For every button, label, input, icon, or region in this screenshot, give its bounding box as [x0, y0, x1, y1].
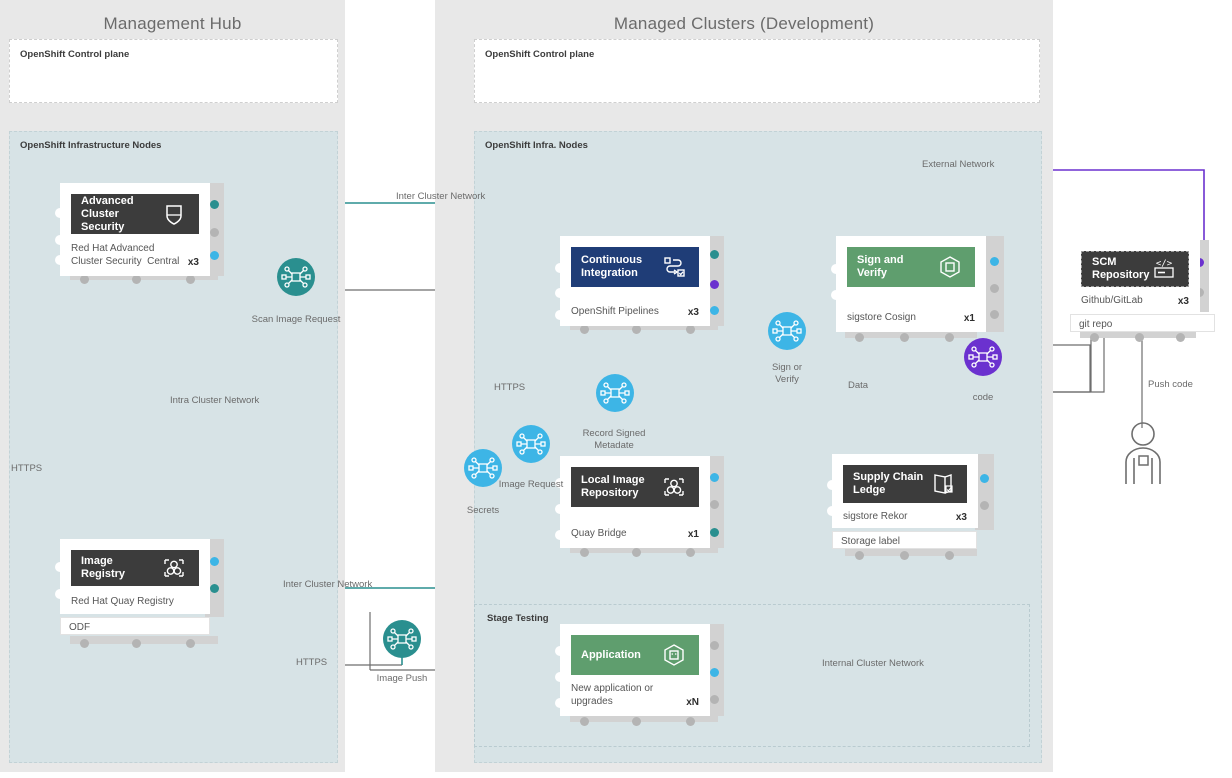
- node-multiplicity: x1: [687, 529, 699, 540]
- node-header: SCM Repository </>: [1081, 251, 1189, 287]
- net-label-image-push: Image Push: [376, 673, 428, 684]
- node-multiplicity: x3: [955, 512, 967, 523]
- node-footer: OpenShift Pipelines x3: [571, 305, 699, 318]
- node-footer-label: OpenShift Pipelines: [571, 306, 659, 317]
- net-label-code: code: [972, 392, 994, 403]
- net-icon-sign-or-verify[interactable]: [768, 312, 806, 350]
- code-icon: </>: [1154, 259, 1175, 278]
- node-footer-label: Github/GitLab: [1081, 295, 1143, 306]
- control-plane-label: OpenShift Control plane: [20, 49, 130, 60]
- node-rail: [985, 236, 1004, 332]
- node-multiplicity: x1: [963, 313, 975, 324]
- node-title: Image Registry: [81, 555, 126, 580]
- net-icon-scan-image-request[interactable]: [277, 258, 315, 296]
- control-plane-label: OpenShift Control plane: [485, 49, 595, 60]
- node-sub-storage-label: Storage label: [832, 531, 977, 549]
- developer-actor: [1112, 420, 1174, 486]
- node-rail: [975, 454, 994, 530]
- node-title: Application: [581, 648, 641, 661]
- node-sub-git-repo: git repo: [1070, 314, 1215, 332]
- node-footer: Github/GitLab x3: [1081, 294, 1189, 307]
- net-icon-record-signed-metadate[interactable]: [596, 374, 634, 412]
- node-footer: Quay Bridge x1: [571, 527, 699, 540]
- node-footer-label: sigstore Cosign: [847, 312, 916, 323]
- edge-label-inter-cluster-network-bottom: Inter Cluster Network: [283, 579, 373, 590]
- control-plane-managed-clusters: OpenShift Control plane: [474, 39, 1040, 103]
- node-footer: Red Hat Quay Registry: [71, 595, 199, 608]
- pipeline-icon: [664, 257, 685, 277]
- node-header: Application: [571, 635, 699, 675]
- edge-label-intra-cluster-network: Intra Cluster Network: [170, 395, 260, 406]
- node-footer: sigstore Cosign x1: [847, 311, 975, 324]
- node-header: Sign and Verify: [847, 247, 975, 287]
- ledger-icon: [934, 474, 953, 494]
- node-title: Sign and Verify: [857, 254, 904, 279]
- net-icon-code[interactable]: [964, 338, 1002, 376]
- net-icon-image-request[interactable]: [512, 425, 550, 463]
- edge-label-https-center: HTTPS: [494, 382, 526, 393]
- node-title: SCM Repository: [1092, 256, 1150, 281]
- net-label-image-request: Image Request: [498, 479, 564, 490]
- net-icon-image-push[interactable]: [383, 620, 421, 658]
- edge-label-external-network: External Network: [922, 159, 995, 170]
- node-footer: sigstore Rekor x3: [843, 510, 967, 523]
- net-label-secrets: Secrets: [466, 505, 500, 516]
- registry-icon: [164, 559, 184, 577]
- edge-label-https-bottom: HTTPS: [296, 657, 328, 668]
- edge-label-https-left: HTTPS: [11, 463, 43, 474]
- hexagon-box-icon: [664, 644, 684, 666]
- net-label-scan-image-request: Scan Image Request: [251, 314, 341, 325]
- node-multiplicity: x3: [687, 307, 699, 318]
- svg-text:</>: </>: [1156, 259, 1173, 269]
- stage-testing-label: Stage Testing: [487, 613, 549, 624]
- node-multiplicity: x3: [187, 257, 199, 268]
- node-multiplicity: x3: [1177, 296, 1189, 307]
- edge-label-data: Data: [848, 380, 869, 391]
- node-footer-label: sigstore Rekor: [843, 511, 908, 522]
- node-footer-label: Red Hat Quay Registry: [71, 596, 174, 607]
- control-plane-management-hub: OpenShift Control plane: [9, 39, 338, 103]
- edge-label-internal-cluster-network: Internal Cluster Network: [822, 658, 924, 669]
- edge-label-push-code: Push code: [1148, 379, 1193, 390]
- node-footer-label: Quay Bridge: [571, 528, 627, 539]
- zone-title-managed-clusters: Managed Clusters (Development): [613, 14, 875, 33]
- net-icon-secrets[interactable]: [464, 449, 502, 487]
- zone-title-management-hub: Management Hub: [103, 14, 242, 33]
- registry-icon: [664, 478, 684, 496]
- node-multiplicity: xN: [686, 697, 699, 708]
- shield-icon: [166, 205, 182, 225]
- node-header: Image Registry: [71, 550, 199, 586]
- edge-label-inter-cluster-network-top: Inter Cluster Network: [396, 191, 486, 202]
- infra-nodes-label: OpenShift Infra. Nodes: [485, 140, 588, 151]
- node-sub-odf: ODF: [60, 617, 210, 635]
- infra-nodes-label: OpenShift Infrastructure Nodes: [20, 140, 162, 151]
- hexagon-icon: [940, 256, 960, 278]
